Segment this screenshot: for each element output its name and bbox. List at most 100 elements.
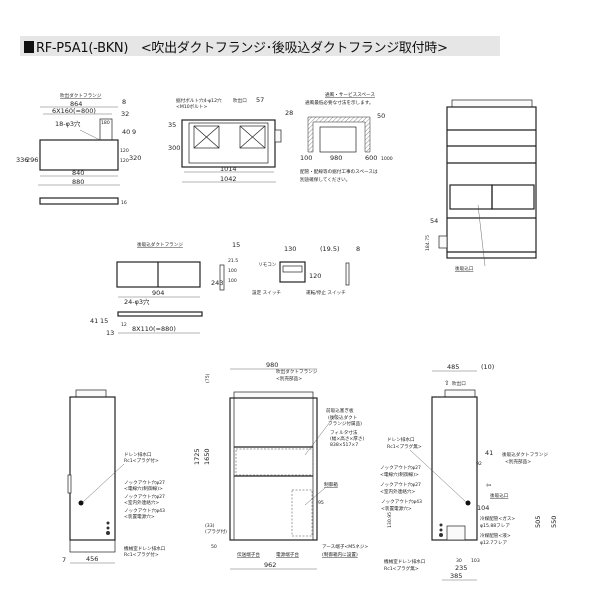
dimension-label: Rc1<プラグ無> bbox=[387, 443, 422, 450]
drawing-shape bbox=[291, 489, 313, 537]
drawing-shape bbox=[239, 125, 266, 149]
left-arrow-icon: ⇦ bbox=[486, 481, 491, 489]
dimension-label: 配管・配線等の据付工事のスペースは bbox=[300, 168, 378, 175]
dimension-label: 95 bbox=[318, 500, 324, 506]
drawing-shape bbox=[345, 262, 350, 286]
drawing-shape bbox=[233, 391, 314, 399]
dimension-label: 運転/停止 スイッチ bbox=[306, 289, 346, 296]
dimension-label: 32 bbox=[121, 110, 129, 118]
drawing-shape bbox=[69, 396, 116, 541]
dimension-label: 8 bbox=[356, 245, 360, 253]
dimension-label: <装置電源穴> bbox=[381, 505, 412, 512]
dimension-label: φ15.88フレア bbox=[480, 523, 510, 529]
dimension-label: 184.75 bbox=[425, 235, 431, 251]
dimension-label: 320 bbox=[129, 154, 141, 162]
dimension-label: 据付ボルト穴4-φ12穴 bbox=[176, 97, 222, 104]
dimension-label: 18-φ3穴 bbox=[55, 119, 81, 128]
dimension-label: アース端子<M5ネジ> bbox=[322, 543, 368, 550]
dimension-label: 456 bbox=[86, 555, 98, 563]
dimension-label: 130.95 bbox=[387, 512, 393, 528]
title-text: RF-P5A1(-BKN) <吹出ダクトフランジ･後吸込ダクトフランジ取付時> bbox=[36, 41, 448, 56]
drawing-shape bbox=[451, 99, 533, 108]
dimension-label: 100 bbox=[228, 268, 237, 274]
dimension-label: (10) bbox=[481, 363, 494, 371]
drawing-shape bbox=[181, 119, 276, 168]
dimension-label: (制御箱内に設置) bbox=[322, 551, 358, 558]
drawing-shape bbox=[446, 106, 537, 259]
dimension-label: 別途確保してください。 bbox=[300, 176, 350, 183]
drawing-shape bbox=[193, 125, 220, 149]
dimension-label: <室内外連絡穴> bbox=[380, 488, 415, 495]
dimension-label: 吹出ダクトフランジ bbox=[276, 368, 318, 375]
dimension-label: Rc1<プラグ付> bbox=[124, 551, 159, 558]
dimension-label: 通風・サービススペース bbox=[325, 91, 375, 98]
dimension-label: 962 bbox=[264, 561, 276, 569]
dimension-label: 130 bbox=[284, 245, 296, 253]
dimension-line bbox=[239, 125, 266, 149]
dimension-label: 235 bbox=[455, 564, 467, 572]
dimension-label: <別売部品> bbox=[276, 375, 302, 382]
dimension-label: ノックアウト穴φ43 bbox=[124, 507, 165, 514]
dimension-label: 8 bbox=[122, 98, 126, 106]
dimension-label: 制御箱 bbox=[324, 481, 338, 488]
dimension-label: 8X110(=880) bbox=[132, 325, 176, 333]
drawing-shape bbox=[444, 389, 476, 398]
dimension-label: φ12.7フレア bbox=[480, 540, 507, 546]
dimension-label: リモコン bbox=[258, 262, 277, 268]
service-space-drawing: 通風・サービススペース 通風最低必要な寸法を示します。 50 100 980 6… bbox=[300, 91, 393, 183]
drawing-shape bbox=[188, 122, 269, 164]
dimension-label: ノックアウト穴φ43 bbox=[381, 498, 422, 505]
dimension-label: 12 bbox=[121, 322, 127, 328]
drawing-shape bbox=[319, 126, 357, 153]
dimension-label: ノックアウト穴φ27 bbox=[380, 464, 421, 471]
dimension-label: 54 bbox=[430, 217, 438, 225]
dimension-label: フランジ付属品) bbox=[328, 420, 362, 427]
dimension-label: ドレン排水口 bbox=[387, 436, 415, 443]
dimension-line bbox=[304, 487, 326, 506]
drawing-shape bbox=[439, 533, 443, 537]
drawing-shape bbox=[69, 539, 116, 553]
dimension-label: 設定 スイッチ bbox=[252, 289, 281, 296]
drain-port-icon bbox=[78, 500, 84, 506]
drawing-shape bbox=[279, 261, 306, 283]
dimension-label: Rc1<プラグ付> bbox=[124, 457, 159, 464]
dimension-label: 243 bbox=[211, 279, 223, 287]
dimension-label: <M10ボルト> bbox=[176, 103, 207, 110]
dimension-line bbox=[79, 129, 101, 141]
dimension-label: 103 bbox=[471, 558, 480, 564]
front-view-drawing: 980 (75) 吹出ダクトフランジ<別売部品> 1725 1650 前吸込塞ぎ… bbox=[193, 361, 368, 570]
drain-port-icon bbox=[465, 500, 471, 506]
drawing-shape bbox=[282, 265, 303, 273]
drawing-shape bbox=[229, 397, 318, 541]
dimension-label: 41 bbox=[485, 449, 493, 457]
dimension-label: ノックアウト穴φ27 bbox=[124, 479, 165, 486]
dimension-label: <電線穴(制御線)> bbox=[124, 485, 163, 492]
dimension-label: 485 bbox=[447, 363, 459, 371]
dimension-label: 505 bbox=[534, 516, 542, 528]
drawing-shape bbox=[307, 116, 371, 153]
dimension-label: 40 bbox=[122, 128, 130, 136]
dimension-label: 1650 bbox=[203, 448, 211, 465]
dimension-label: 840 bbox=[72, 169, 84, 177]
dimension-label: 336 bbox=[16, 156, 28, 164]
dimension-label: 1000 bbox=[381, 156, 393, 162]
dimension-label: 通風最低必要な寸法を示します。 bbox=[305, 99, 373, 106]
dimension-label: 吹出口 bbox=[233, 97, 247, 104]
dimension-label: 120 bbox=[120, 148, 129, 154]
dimension-label: 35 bbox=[168, 121, 176, 129]
drawing-shape bbox=[67, 474, 72, 494]
dimension-label: 1725 bbox=[193, 448, 201, 465]
dimension-label: ドレン排水口 bbox=[124, 451, 152, 458]
dimension-label: 300 bbox=[168, 144, 180, 152]
dimension-label: 100 bbox=[300, 154, 312, 162]
dimension-label: 9 bbox=[132, 128, 136, 136]
dimension-label: (プラグ付) bbox=[205, 528, 227, 535]
drawing-shape bbox=[438, 235, 448, 249]
drawing-shape bbox=[446, 525, 466, 541]
dimension-line bbox=[82, 463, 125, 503]
dimension-label: 92 bbox=[476, 461, 482, 467]
drawing-shape bbox=[117, 311, 203, 317]
dimension-label: 16 bbox=[121, 200, 127, 206]
